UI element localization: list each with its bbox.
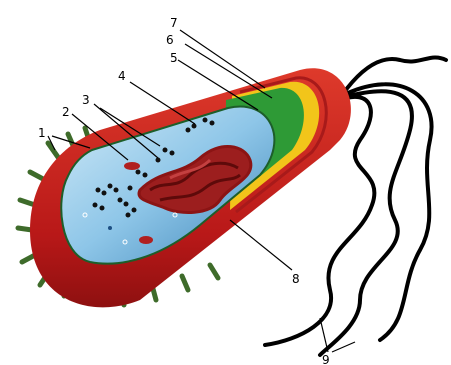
label-1: 1 <box>38 126 46 140</box>
label-9: 9 <box>322 353 330 365</box>
label-5: 5 <box>170 51 178 65</box>
label-2: 2 <box>62 105 70 119</box>
label-3: 3 <box>82 93 90 107</box>
label-6: 6 <box>166 33 174 47</box>
label-4: 4 <box>118 69 126 83</box>
label-7: 7 <box>170 16 178 30</box>
label-8: 8 <box>292 272 300 286</box>
